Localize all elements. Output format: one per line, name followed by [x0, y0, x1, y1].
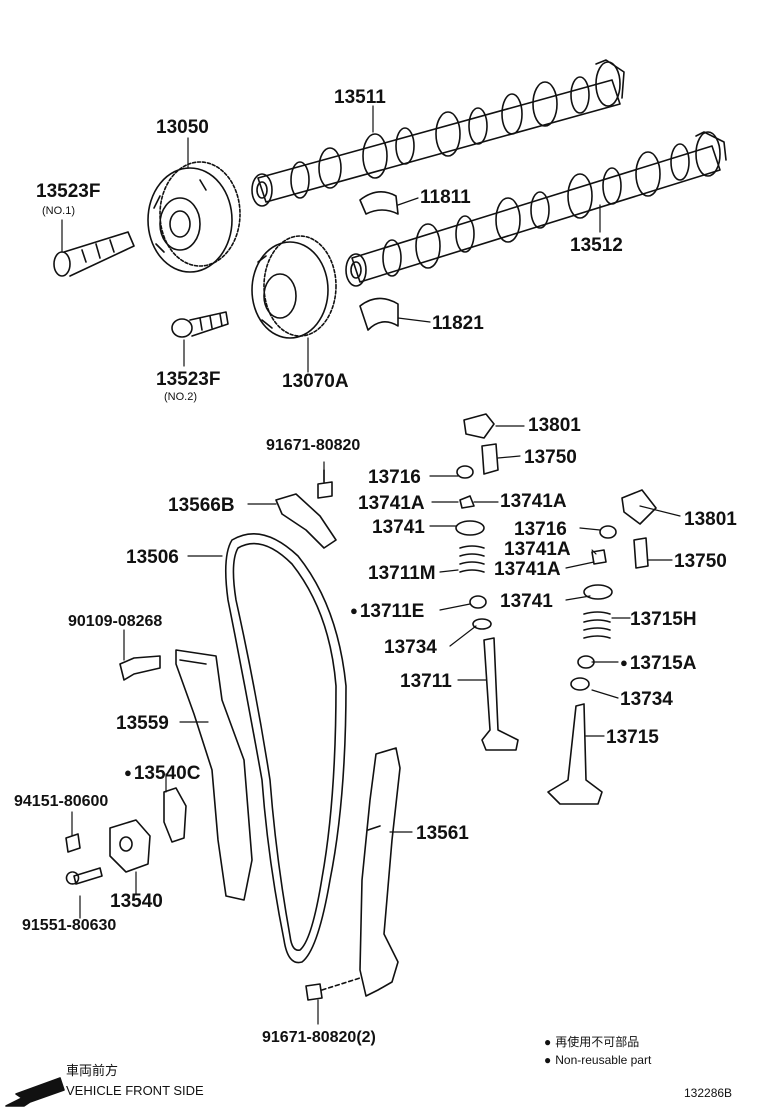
bracket-13566b-drawing [275, 493, 337, 549]
timing-chain-inner-drawing [232, 542, 337, 952]
label-13523f-no2: 13523F [156, 369, 221, 390]
label-13734-b: 13734 [620, 689, 673, 710]
label-13750-b: 13750 [674, 551, 727, 572]
legend-bullet-icon: ● [544, 1035, 552, 1049]
bolt-13523f-no1-drawing [53, 231, 135, 277]
label-11821: 11821 [432, 313, 484, 334]
tensioner-13540-drawing [65, 787, 187, 885]
label-13523f-no2-note: (NO.2) [164, 391, 197, 403]
legend-jp: ●再使用不可部品 [544, 1036, 639, 1048]
cam-timing-gear-13050-drawing [147, 161, 241, 273]
label-13734-a: 13734 [384, 637, 437, 658]
label-13741a-3: 13741A [504, 539, 571, 560]
label-91671-80820-bottom: 91671-80820(2) [262, 1029, 376, 1046]
nut-94151-drawing [65, 833, 81, 853]
label-13741-a: 13741 [372, 517, 425, 538]
label-13540: 13540 [110, 891, 163, 912]
vehicle-front-en: VEHICLE FRONT SIDE [66, 1083, 204, 1098]
label-13715a: 13715A [620, 654, 697, 673]
label-13523f-no1: 13523F [36, 181, 101, 202]
legend-bullet-icon: ● [544, 1053, 552, 1067]
label-13070a: 13070A [282, 371, 349, 392]
bolt-91671-bottom-drawing [305, 983, 323, 1001]
label-13741a-4: 13741A [494, 559, 561, 580]
damper-13561-drawing [359, 747, 401, 997]
cam-timing-gear-13070a-drawing [251, 235, 337, 339]
label-13561: 13561 [416, 823, 469, 844]
camshaft-13512-drawing [345, 131, 727, 287]
chain-guide-13559-drawing [175, 649, 253, 901]
label-91671-80820-top: 91671-80820 [266, 437, 361, 454]
leader-lines [61, 105, 681, 1025]
plunger-13540c-drawing [163, 787, 187, 843]
camshaft-13511-drawing [251, 59, 625, 207]
legend-jp-text: 再使用不可部品 [555, 1035, 640, 1049]
label-13559: 13559 [116, 713, 169, 734]
bolt-91671-top-drawing [317, 469, 333, 499]
label-91551-80630: 91551-80630 [22, 917, 117, 934]
label-94151-80600: 94151-80600 [14, 793, 109, 810]
label-13801-b: 13801 [684, 509, 737, 530]
label-13566b: 13566B [168, 495, 235, 516]
timing-chain-13506-drawing [224, 532, 347, 964]
label-13711e: 13711E [350, 602, 424, 621]
label-13711m: 13711M [368, 563, 436, 584]
label-13523f-no1-note: (NO.1) [42, 205, 75, 217]
label-13716-a: 13716 [368, 467, 421, 488]
bearing-11821-drawing [359, 297, 399, 331]
label-13711: 13711 [400, 671, 452, 692]
vehicle-front-jp: 車両前方 [66, 1063, 119, 1078]
bolt-90109-drawing [119, 655, 161, 681]
valvetrain-right-drawing [547, 489, 657, 805]
label-13741a-2: 13741A [500, 491, 567, 512]
label-13715h: 13715H [630, 609, 697, 630]
label-13050: 13050 [156, 117, 209, 138]
figure-id: 132286B [684, 1086, 733, 1100]
label-13716-b: 13716 [514, 519, 567, 540]
label-13801-a: 13801 [528, 415, 581, 436]
label-13741a-1: 13741A [358, 493, 425, 514]
label-13750-a: 13750 [524, 447, 577, 468]
valvetrain-left-drawing [455, 413, 519, 751]
label-13506: 13506 [126, 547, 179, 568]
label-11811: 11811 [420, 187, 471, 208]
legend-en-text: Non-reusable part [555, 1053, 652, 1067]
label-13511: 13511 [334, 87, 386, 108]
label-13715: 13715 [606, 727, 659, 748]
label-13741-b: 13741 [500, 591, 553, 612]
bolt-13523f-no2-drawing [171, 311, 229, 338]
bearing-11811-drawing [359, 191, 399, 215]
bolt-91551-drawing [65, 867, 103, 885]
legend-en: ●Non-reusable part [544, 1054, 651, 1066]
label-13512: 13512 [570, 235, 623, 256]
front-arrow-icon [5, 1077, 65, 1107]
label-13540c: 13540C [124, 764, 201, 783]
label-90109-08268: 90109-08268 [68, 613, 163, 630]
